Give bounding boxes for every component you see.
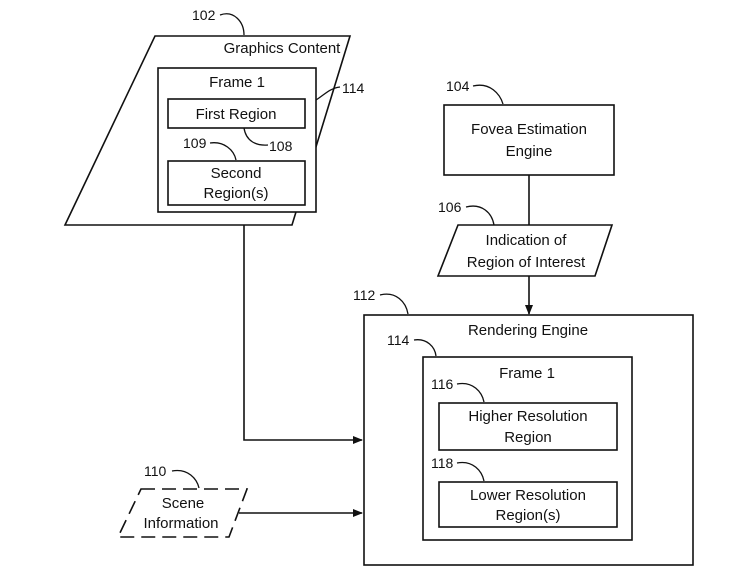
second-region-ref: 109 xyxy=(183,135,207,151)
fovea-engine-box xyxy=(443,104,615,176)
lower-resolution-box xyxy=(438,481,618,528)
second-region-box xyxy=(167,160,306,206)
first-region-box xyxy=(167,98,306,129)
graphics-to-rendering-arrow xyxy=(243,225,363,444)
fovea-estimation-engine-block: 104 Fovea Estimation Engine xyxy=(443,78,615,176)
higher-resolution-label-line2: Region xyxy=(504,429,552,446)
second-region-label-line2: Region(s) xyxy=(203,185,268,202)
region-of-interest-label-line2: Region of Interest xyxy=(467,254,586,271)
higher-resolution-label-line1: Higher Resolution xyxy=(468,408,587,425)
region-of-interest-ref: 106 xyxy=(438,199,462,215)
graphics-content-title: Graphics Content xyxy=(224,40,342,57)
region-of-interest-block: 106 Indication of Region of Interest xyxy=(436,199,614,277)
graphics-content-leader xyxy=(219,13,245,36)
rendering-engine-leader xyxy=(379,293,409,315)
rendering-engine-title: Rendering Engine xyxy=(468,322,588,339)
scene-information-label-line1: Scene xyxy=(162,495,205,512)
lower-resolution-ref: 118 xyxy=(431,455,454,471)
graphics-content-ref: 102 xyxy=(192,7,216,23)
second-region-label-line1: Second xyxy=(211,165,262,182)
graphics-frame-title: Frame 1 xyxy=(209,74,265,91)
higher-resolution-ref: 116 xyxy=(431,376,454,392)
lower-resolution-label-line1: Lower Resolution xyxy=(470,487,586,504)
scene-information-parallelogram xyxy=(116,488,249,538)
rendering-engine-block: 112 Rendering Engine 114 Frame 1 116 Hig… xyxy=(353,287,694,566)
region-of-interest-leader xyxy=(465,205,495,226)
scene-information-leader xyxy=(171,469,200,489)
higher-resolution-box xyxy=(438,402,618,451)
scene-information-label-line2: Information xyxy=(143,515,218,532)
graphics-frame-ref: 114 xyxy=(342,80,365,96)
first-region-leader xyxy=(243,127,269,146)
lower-resolution-label-line2: Region(s) xyxy=(495,507,560,524)
rendering-engine-ref: 112 xyxy=(353,287,376,303)
first-region-label: First Region xyxy=(196,106,277,123)
fovea-engine-label-line2: Engine xyxy=(506,143,553,160)
fovea-engine-leader xyxy=(472,84,504,105)
higher-resolution-leader xyxy=(456,382,485,403)
fovea-engine-ref: 104 xyxy=(446,78,470,94)
rendering-frame-title: Frame 1 xyxy=(499,365,555,382)
scene-information-ref: 110 xyxy=(144,463,167,479)
graphics-content-block: Graphics Content 102 Frame 1 114 First R… xyxy=(63,7,365,226)
fovea-engine-label-line1: Fovea Estimation xyxy=(471,121,587,138)
rendering-frame-leader xyxy=(413,339,437,357)
region-of-interest-parallelogram xyxy=(436,224,614,277)
second-region-leader xyxy=(209,142,237,161)
lower-resolution-leader xyxy=(456,461,485,482)
scene-information-block: 110 Scene Information xyxy=(116,463,249,538)
region-of-interest-label-line1: Indication of xyxy=(486,232,568,249)
graphics-frame-leader xyxy=(315,86,341,101)
rendering-frame-ref: 114 xyxy=(387,332,410,348)
first-region-ref: 108 xyxy=(269,138,293,154)
